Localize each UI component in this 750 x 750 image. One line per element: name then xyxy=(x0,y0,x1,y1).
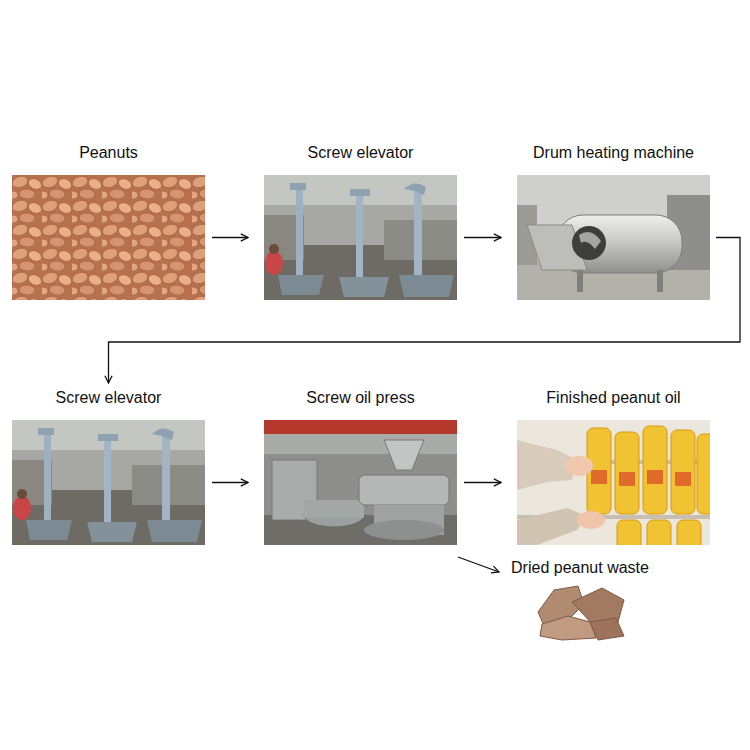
process-step: Finished peanut oil xyxy=(517,388,710,545)
step-heading: Screw oil press xyxy=(264,388,457,408)
flow-arrow xyxy=(212,482,248,483)
flow-arrow xyxy=(109,238,741,384)
flow-arrow xyxy=(464,482,501,483)
step-heading: Screw elevator xyxy=(12,388,205,408)
process-step: Drum heating machine xyxy=(517,143,710,300)
flow-arrow xyxy=(212,237,248,238)
peanuts-photo xyxy=(12,175,205,300)
step-heading: Peanuts xyxy=(12,143,205,163)
elevator-photo xyxy=(12,420,205,545)
step-heading: Screw elevator xyxy=(264,143,457,163)
oil-bottles-photo xyxy=(517,420,710,545)
process-step: Screw elevator xyxy=(12,388,205,545)
process-step: Dried peanut waste xyxy=(507,558,653,642)
process-step: Screw elevator xyxy=(264,143,457,300)
step-heading: Dried peanut waste xyxy=(507,558,653,578)
step-heading: Finished peanut oil xyxy=(517,388,710,408)
step-heading: Drum heating machine xyxy=(517,143,710,163)
process-step: Screw oil press xyxy=(264,388,457,545)
oil-press-photo xyxy=(264,420,457,545)
drum-photo xyxy=(517,175,710,300)
peanut-cake-photo xyxy=(532,582,628,642)
elevator-photo xyxy=(264,175,457,300)
flow-arrow xyxy=(458,557,499,572)
process-step: Peanuts xyxy=(12,143,205,300)
flow-arrow xyxy=(464,237,501,238)
